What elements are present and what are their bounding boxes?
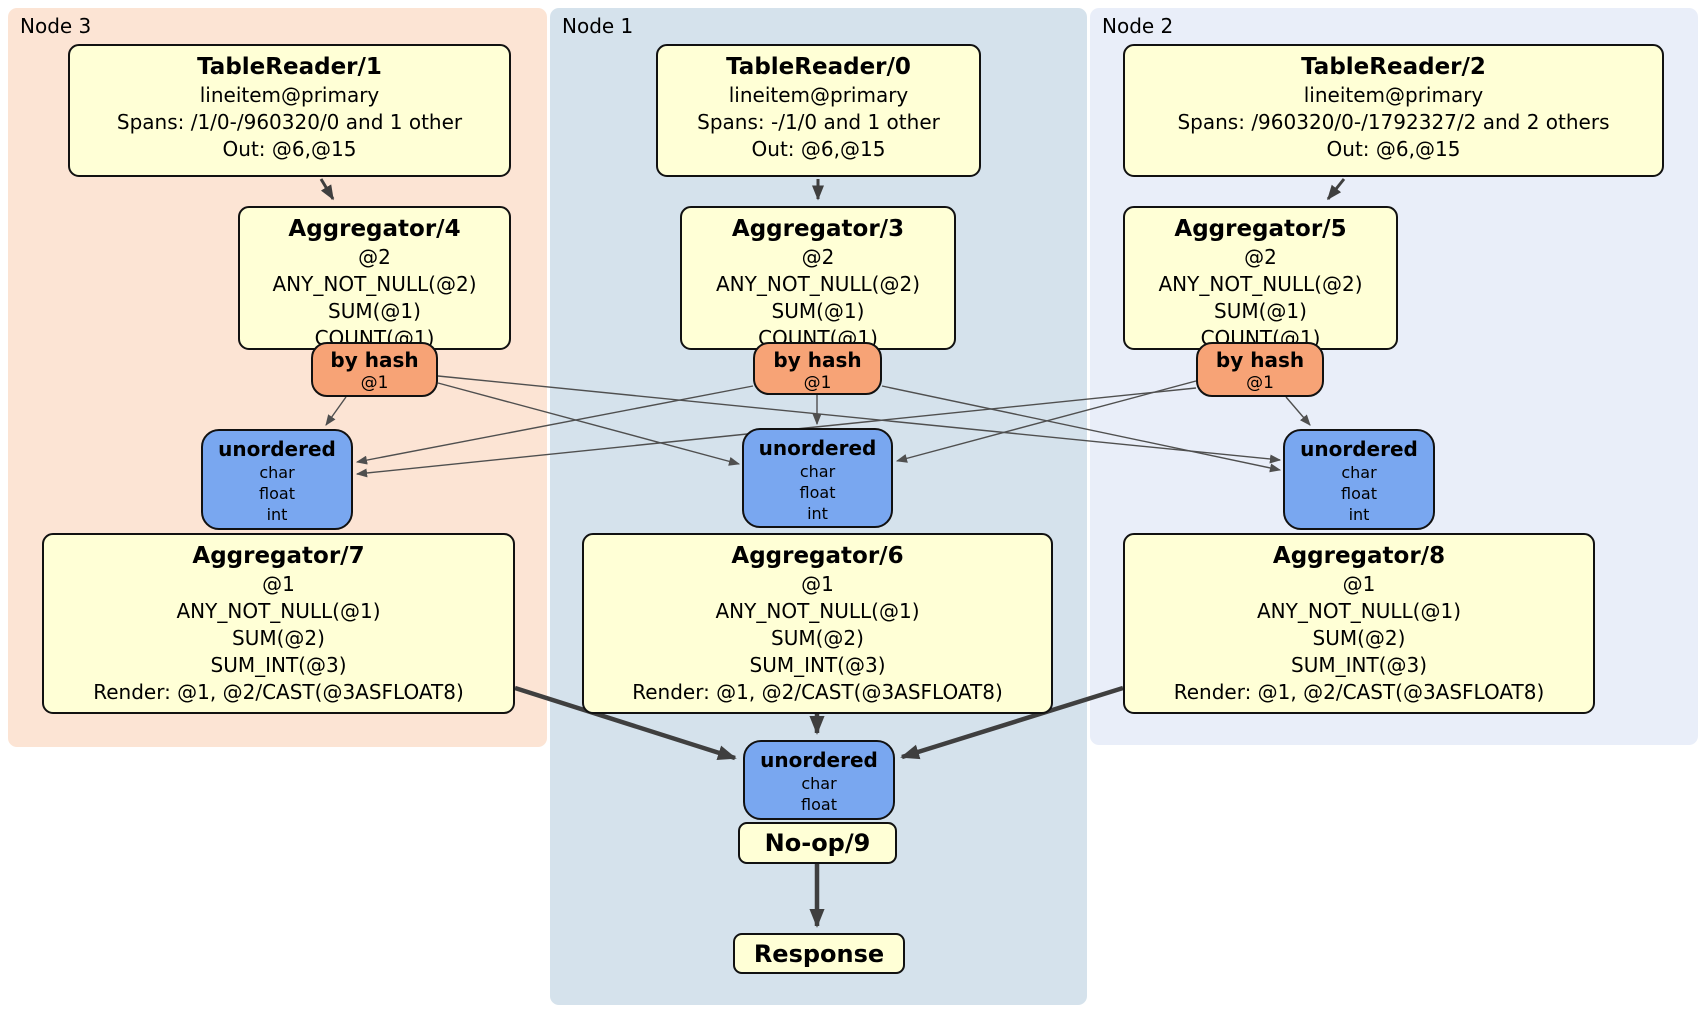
sync-line: float [799,483,836,502]
box-line: Out: @6,@15 [222,137,357,161]
box-line: SUM_INT(@3) [749,653,886,677]
edge-tr1-agg4 [319,178,335,201]
box-line: @2 [358,245,391,269]
box-line: ANY_NOT_NULL(@1) [715,599,920,623]
edge-agg8-outsync [900,685,1124,760]
final-aggregator-box: Aggregator/8 @1 ANY_NOT_NULL(@1) SUM(@2)… [1123,533,1595,714]
box-line: Spans: /960320/0-/1792327/2 and 2 others [1177,110,1610,134]
sync-line: int [807,504,828,523]
box-title: TableReader/1 [197,54,382,80]
sync-line: char [799,462,836,481]
box-line: SUM_INT(@3) [1291,653,1427,677]
box-line: lineitem@primary [199,83,380,107]
unordered-sync-box: unordered char float int [201,429,353,530]
sync-line: char [1341,463,1377,482]
edge-r3-u1 [437,382,741,466]
sync-line: int [266,505,288,524]
unordered-sync-box: unordered char float int [742,428,893,528]
box-line: lineitem@primary [728,83,909,107]
edge-r2-u2 [1285,396,1311,426]
sync-line: int [1348,505,1370,524]
sync-title: unordered [758,436,877,460]
edge-r3-u2 [437,375,1282,464]
router-detail: @1 [360,373,389,393]
box-line: SUM(@1) [1214,299,1307,323]
box-line: Out: @6,@15 [751,137,886,161]
node-group-label: Node 1 [562,14,634,38]
sync-line: char [801,774,837,793]
box-line: ANY_NOT_NULL(@2) [1158,272,1363,296]
box-title: Aggregator/7 [192,543,365,569]
noop-box: No-op/9 [738,822,897,864]
hash-router-box: by hash @1 [311,342,438,397]
box-title: Aggregator/6 [731,543,904,569]
box-title: Aggregator/4 [288,216,461,242]
router-detail: @1 [1246,373,1274,393]
box-line: lineitem@primary [1303,83,1484,107]
sync-line: float [259,484,295,503]
router-detail: @1 [803,373,832,393]
box-title: Aggregator/8 [1272,543,1446,569]
response-box: Response [733,933,905,974]
box-line: SUM(@2) [771,626,864,650]
box-line: Render: @1, @2/CAST(@3ASFLOAT8) [1173,680,1545,704]
table-reader-box: TableReader/1 lineitem@primary Spans: /1… [68,44,511,177]
node-group-label: Node 2 [1102,14,1174,38]
node-group-label: Node 3 [20,14,92,38]
box-title: TableReader/0 [726,54,911,80]
box-line: Spans: -/1/0 and 1 other [697,110,940,134]
router-title: by hash [1215,348,1305,372]
edge-r1-u2 [881,385,1282,473]
noop-title: No-op/9 [764,829,871,857]
box-line: @1 [801,572,834,596]
edge-r2-u1 [895,380,1197,463]
unordered-sync-box: unordered char float int [1283,429,1435,530]
edge-agg7-outsync [514,685,737,761]
table-reader-box: TableReader/2 lineitem@primary Spans: /9… [1123,44,1664,177]
edge-r3-u3 [325,396,347,426]
aggregator-box: Aggregator/3 @2 ANY_NOT_NULL(@2) SUM(@1)… [680,206,956,350]
box-line: SUM(@1) [328,299,421,323]
table-reader-box: TableReader/0 lineitem@primary Spans: -/… [656,44,981,177]
sync-title: unordered [218,437,336,461]
box-line: ANY_NOT_NULL(@1) [176,599,381,623]
output-sync-box: unordered char float [743,740,895,820]
box-line: Render: @1, @2/CAST(@3ASFLOAT8) [632,680,1003,704]
sync-line: char [259,463,295,482]
sync-title: unordered [760,748,878,772]
edge-r1-u3 [355,385,754,465]
box-title: Aggregator/3 [731,216,905,242]
box-line: SUM_INT(@3) [210,653,347,677]
box-line: @2 [1244,245,1277,269]
sync-line: float [801,795,837,814]
box-title: TableReader/2 [1301,54,1486,80]
box-line: SUM(@1) [771,299,865,323]
box-line: Out: @6,@15 [1326,137,1461,161]
box-line: SUM(@2) [232,626,325,650]
router-title: by hash [330,348,419,372]
box-line: Spans: /1/0-/960320/0 and 1 other [116,110,463,134]
box-line: @2 [801,245,835,269]
box-line: Render: @1, @2/CAST(@3ASFLOAT8) [93,680,464,704]
aggregator-box: Aggregator/5 @2 ANY_NOT_NULL(@2) SUM(@1)… [1123,206,1398,350]
response-title: Response [753,939,885,968]
aggregator-box: Aggregator/4 @2 ANY_NOT_NULL(@2) SUM(@1)… [238,206,511,350]
hash-router-box: by hash @1 [753,342,882,395]
edge-tr2-agg5 [1326,178,1346,201]
box-line: ANY_NOT_NULL(@2) [272,272,477,296]
final-aggregator-box: Aggregator/7 @1 ANY_NOT_NULL(@1) SUM(@2)… [42,533,515,714]
router-title: by hash [773,348,862,372]
box-line: ANY_NOT_NULL(@2) [716,272,920,296]
final-aggregator-box: Aggregator/6 @1 ANY_NOT_NULL(@1) SUM(@2)… [582,533,1053,714]
sync-line: float [1341,484,1377,503]
sync-title: unordered [1300,437,1418,461]
box-line: SUM(@2) [1312,626,1406,650]
box-title: Aggregator/5 [1174,216,1347,242]
box-line: ANY_NOT_NULL(@1) [1257,599,1461,623]
box-line: @1 [1342,572,1376,596]
box-line: @1 [262,572,295,596]
hash-router-box: by hash @1 [1196,342,1324,397]
